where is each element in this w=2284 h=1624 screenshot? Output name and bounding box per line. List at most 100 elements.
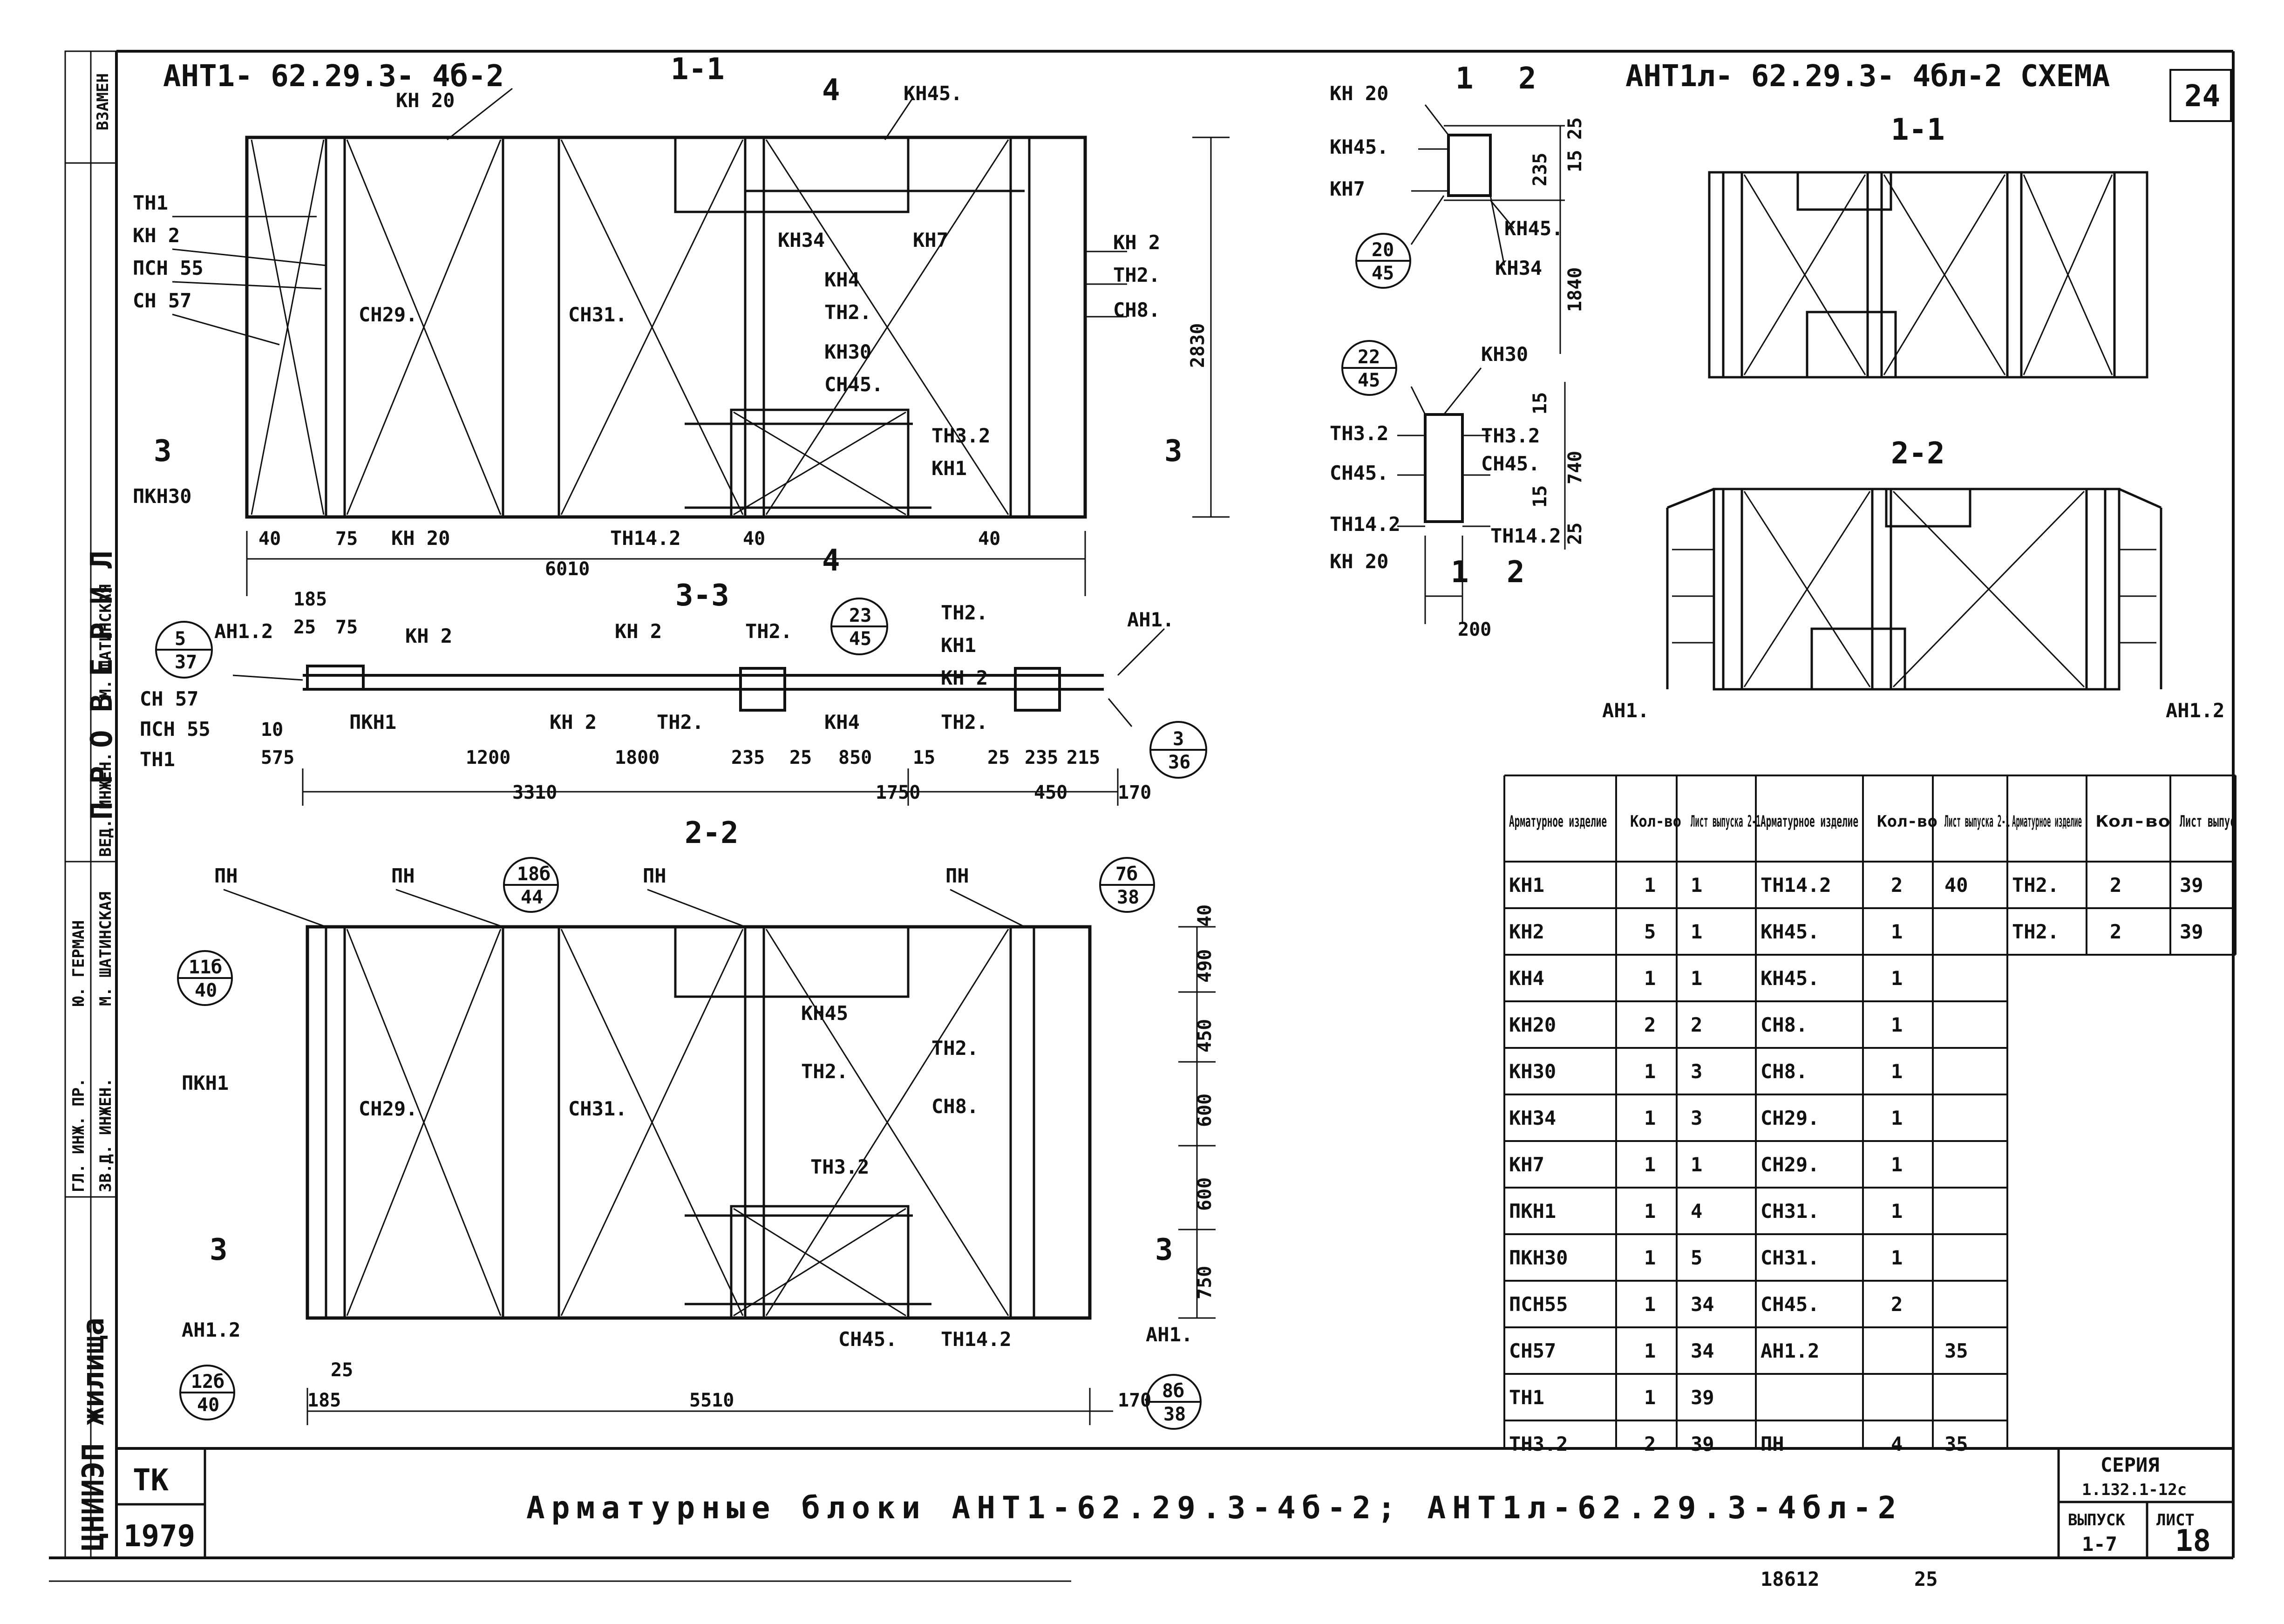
table-cell: 40 <box>1944 874 1968 897</box>
v22-label-tn2-a: ТН2. <box>801 1060 848 1083</box>
table-cell: КН1 <box>1509 874 1544 897</box>
v11-label-kn30: КН30 <box>824 340 871 363</box>
v22-label-tn142: ТН14.2 <box>941 1328 1012 1351</box>
v11-label-kn1: КН1 <box>931 457 967 480</box>
table-cell: 1 <box>1891 1153 1903 1176</box>
v22-callout-3-num: 11б <box>189 957 222 978</box>
scheme-2-2-title: 2-2 <box>1891 436 1945 471</box>
table-cell: ТН2. <box>2012 920 2059 943</box>
v33-dim-235a: 235 <box>731 747 765 768</box>
table-cell: 3 <box>1691 1107 1702 1129</box>
v33-callouts <box>155 598 1207 779</box>
v11-label-tn2-mid: ТН2. <box>824 301 871 324</box>
v22-dim-600b: 600 <box>1194 1177 1216 1211</box>
series-value: 1.132.1-12с <box>2082 1481 2187 1499</box>
v11-dim-75: 75 <box>335 528 358 550</box>
v55-dim-15b: 15 <box>1529 485 1551 508</box>
side-role-1: ГЛ. ИНЖ. ПР. <box>69 1078 88 1192</box>
v11-label-sn31: СН31. <box>568 303 627 326</box>
view-section-5-5: 22 45 КН30 ТН3.2 СН45. ТН3.2 СН45. ТН14.… <box>1330 340 1586 640</box>
table-header-cell: Лист выпус <box>2180 812 2236 831</box>
scheme-1-1-title: 1-1 <box>1891 113 1945 147</box>
scheme-label-an12: АН1.2 <box>2166 699 2224 722</box>
v22-dim-40: 40 <box>1194 904 1216 927</box>
v11-label-tn1: ТН1 <box>133 191 168 214</box>
table-cell: 1 <box>1891 1013 1903 1036</box>
table-header-cell: Арматурное изделие <box>1761 812 1858 831</box>
v11-label-psn55: ПСН 55 <box>133 257 204 279</box>
table-cell: 5 <box>1691 1246 1702 1269</box>
v22-cut-3-left: 3 <box>210 1233 228 1267</box>
table-cell: СН8. <box>1761 1013 1808 1036</box>
table-cell: 3 <box>1691 1060 1702 1083</box>
v33-label-an12: АН1.2 <box>214 620 273 643</box>
v33-label-pkn1: ПКН1 <box>349 711 396 734</box>
v22-callout-4-num: 12б <box>191 1371 224 1393</box>
v55-label-sn45-right: СН45. <box>1481 452 1540 475</box>
v22-callout-5-sheet: 38 <box>1163 1404 1186 1425</box>
stamp-tk: ТК <box>133 1463 169 1498</box>
table-cell: ТН2. <box>2012 874 2059 897</box>
v33-callout-3-num: 3 <box>1173 728 1184 750</box>
table-header-cell: Лист выпуска 2-1 <box>1691 812 1761 831</box>
v55-cut-2: 2 <box>1507 555 1525 590</box>
v22-label-tn2-b: ТН2. <box>931 1037 979 1060</box>
table-cell: 2 <box>1691 1013 1702 1036</box>
v44-label-kn45-right: КН45. <box>1504 217 1563 240</box>
table-cell: 1 <box>1891 1246 1903 1269</box>
v55-label-kn20: КН 20 <box>1330 550 1388 573</box>
table-cell: 1 <box>1691 920 1702 943</box>
v11-label-kn20-top: КН 20 <box>396 89 455 112</box>
table-cell: СН57 <box>1509 1339 1556 1362</box>
v22-callout-2-sheet: 38 <box>1117 887 1139 908</box>
v11-label-tn32: ТН3.2 <box>931 424 990 447</box>
table-cell: ТН3.2 <box>1509 1433 1568 1455</box>
side-vzamen: ВЗАМЕН <box>94 73 112 130</box>
table-cell: ПН <box>1761 1433 1784 1455</box>
v33-label-sn57: СН 57 <box>140 687 198 710</box>
v33-label-tn2-b: ТН2. <box>745 620 792 643</box>
v22-callout-2-num: 7б <box>1115 863 1138 885</box>
v44-cut-1: 1 <box>1455 61 1474 96</box>
v22-label-pn-2: ПН <box>391 864 415 887</box>
table-cell: 4 <box>1891 1433 1903 1455</box>
table-header-cell: Арматурное изделие <box>2012 812 2082 831</box>
table-cell: 1 <box>1644 1153 1656 1176</box>
table-cell: 1 <box>1644 874 1656 897</box>
v11-dim-2830: 2830 <box>1187 323 1209 368</box>
v22-label-an1: АН1. <box>1146 1323 1193 1346</box>
table-cell: 1 <box>1644 1246 1656 1269</box>
table-cell: КН34 <box>1509 1107 1556 1129</box>
v11-label-kn2-left: КН 2 <box>133 224 180 247</box>
view-1-1-title: 1-1 <box>671 52 725 87</box>
table-cell: ТН1 <box>1509 1386 1544 1409</box>
issue-value: 1-7 <box>2082 1533 2117 1556</box>
table-cell: 1 <box>1691 1153 1702 1176</box>
table-cell: КН45. <box>1761 967 1819 990</box>
v22-dim-450: 450 <box>1194 1019 1216 1053</box>
v55-label-sn45-left: СН45. <box>1330 462 1388 484</box>
table-cell: 1 <box>1644 1107 1656 1129</box>
table-cell: 39 <box>2180 920 2203 943</box>
v33-label-kn4: КН4 <box>824 711 860 734</box>
v33-label-tn1: ТН1 <box>140 748 175 771</box>
v33-dim-15: 15 <box>913 747 935 768</box>
table-cell: 2 <box>1891 874 1903 897</box>
v44-dim-1840: 1840 <box>1564 267 1586 312</box>
table-cell: КН7 <box>1509 1153 1544 1176</box>
v33-label-kn2-b: КН 2 <box>550 711 597 734</box>
table-cell: 39 <box>1691 1386 1714 1409</box>
table-header-cell: Кол-во <box>1630 812 1681 831</box>
v55-label-kn30: КН30 <box>1481 343 1528 366</box>
v55-dim-740: 740 <box>1564 451 1586 484</box>
v33-dim-170: 170 <box>1118 782 1151 803</box>
v22-callout-3-sheet: 40 <box>195 980 217 1001</box>
v55-dim-15a: 15 <box>1529 392 1551 414</box>
v44-callout-sheet: 45 <box>1372 263 1394 284</box>
table-cell: 1 <box>1644 1060 1656 1083</box>
stamp-year: 1979 <box>123 1519 195 1554</box>
v11-label-kn7: КН7 <box>913 229 948 251</box>
table-cell: СН29. <box>1761 1107 1819 1129</box>
v11-label-sn45: СН45. <box>824 373 883 396</box>
v22-callouts <box>177 857 1202 1430</box>
